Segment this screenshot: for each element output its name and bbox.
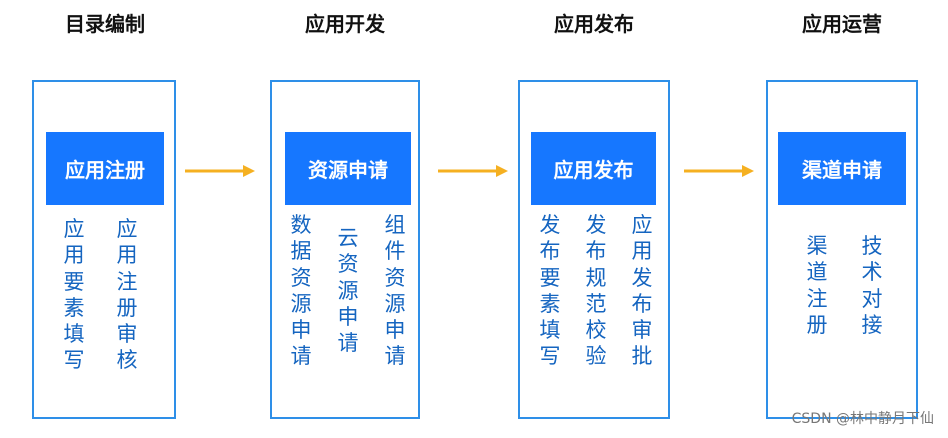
vertical-char: 范 (585, 291, 607, 316)
vertical-char: 数 (290, 213, 312, 237)
vertical-char: 源 (384, 291, 406, 316)
vertical-char: 应 (116, 217, 138, 241)
vertical-char: 布 (631, 291, 653, 316)
stage-title-development: 应用开发 (305, 12, 385, 36)
stage-box-catalog (32, 80, 176, 419)
vertical-char: 组 (384, 213, 406, 237)
vertical-char: 申 (384, 318, 406, 343)
header-channel-request: 渠道申请 (778, 132, 906, 205)
vertical-char: 申 (290, 318, 312, 343)
vertical-char: 云 (337, 226, 359, 250)
item-channel-registration: 渠道注册 (803, 233, 831, 338)
item-technical-integration: 技术对接 (858, 233, 886, 338)
flow-arrow-2 (438, 165, 508, 177)
header-app-registration: 应用注册 (46, 132, 164, 205)
vertical-char: 注 (116, 269, 138, 294)
watermark: CSDN @林中静月下仙 (791, 411, 934, 427)
vertical-char: 审 (631, 318, 653, 343)
vertical-char: 发 (539, 213, 561, 237)
vertical-char: 批 (631, 344, 653, 369)
header-app-release: 应用发布 (531, 132, 656, 205)
vertical-char: 册 (806, 312, 828, 337)
vertical-char: 件 (384, 239, 406, 264)
item-app-release-approval: 应用发布审批 (628, 212, 656, 370)
vertical-char: 要 (539, 265, 561, 290)
vertical-char: 用 (116, 243, 138, 268)
vertical-char: 用 (631, 239, 653, 264)
vertical-char: 发 (585, 213, 607, 237)
vertical-char: 对 (861, 286, 883, 311)
flow-arrow-1 (185, 165, 255, 177)
stage-title-release: 应用发布 (554, 12, 634, 36)
vertical-char: 申 (337, 304, 359, 329)
item-release-element-fill: 发布要素填写 (536, 212, 564, 370)
vertical-char: 素 (539, 291, 561, 316)
vertical-char: 术 (861, 260, 883, 285)
vertical-char: 接 (861, 312, 883, 337)
stage-title-operation: 应用运营 (802, 12, 882, 36)
vertical-char: 验 (585, 344, 607, 369)
vertical-char: 资 (290, 265, 312, 290)
vertical-char: 注 (806, 286, 828, 311)
item-component-resource-request: 组件资源申请 (381, 212, 409, 370)
item-data-resource-request: 数据资源申请 (287, 212, 315, 370)
vertical-char: 应 (631, 213, 653, 237)
vertical-char: 据 (290, 239, 312, 264)
vertical-char: 规 (585, 265, 607, 290)
vertical-char: 渠 (806, 234, 828, 258)
vertical-char: 填 (63, 322, 85, 347)
flow-arrow-3 (684, 165, 754, 177)
vertical-char: 审 (116, 322, 138, 347)
vertical-char: 写 (63, 348, 85, 373)
vertical-char: 技 (861, 234, 883, 258)
item-release-spec-check: 发布规范校验 (582, 212, 610, 370)
item-app-registration-review: 应用注册审核 (113, 216, 141, 374)
vertical-char: 布 (539, 239, 561, 264)
item-app-element-fill: 应用要素填写 (60, 216, 88, 374)
vertical-char: 资 (384, 265, 406, 290)
vertical-char: 册 (116, 295, 138, 320)
vertical-char: 资 (337, 252, 359, 277)
vertical-char: 应 (63, 217, 85, 241)
vertical-char: 源 (337, 278, 359, 303)
vertical-char: 道 (806, 260, 828, 285)
vertical-char: 请 (337, 331, 359, 356)
vertical-char: 素 (63, 295, 85, 320)
vertical-char: 填 (539, 318, 561, 343)
vertical-char: 请 (290, 344, 312, 369)
stage-title-catalog: 目录编制 (65, 12, 145, 36)
vertical-char: 写 (539, 344, 561, 369)
vertical-char: 布 (585, 239, 607, 264)
vertical-char: 源 (290, 291, 312, 316)
vertical-char: 请 (384, 344, 406, 369)
vertical-char: 要 (63, 269, 85, 294)
header-resource-request: 资源申请 (285, 132, 411, 205)
stage-box-operation (766, 80, 918, 419)
item-cloud-resource-request: 云资源申请 (334, 225, 362, 356)
vertical-char: 发 (631, 265, 653, 290)
vertical-char: 用 (63, 243, 85, 268)
vertical-char: 核 (116, 348, 138, 373)
vertical-char: 校 (585, 318, 607, 343)
